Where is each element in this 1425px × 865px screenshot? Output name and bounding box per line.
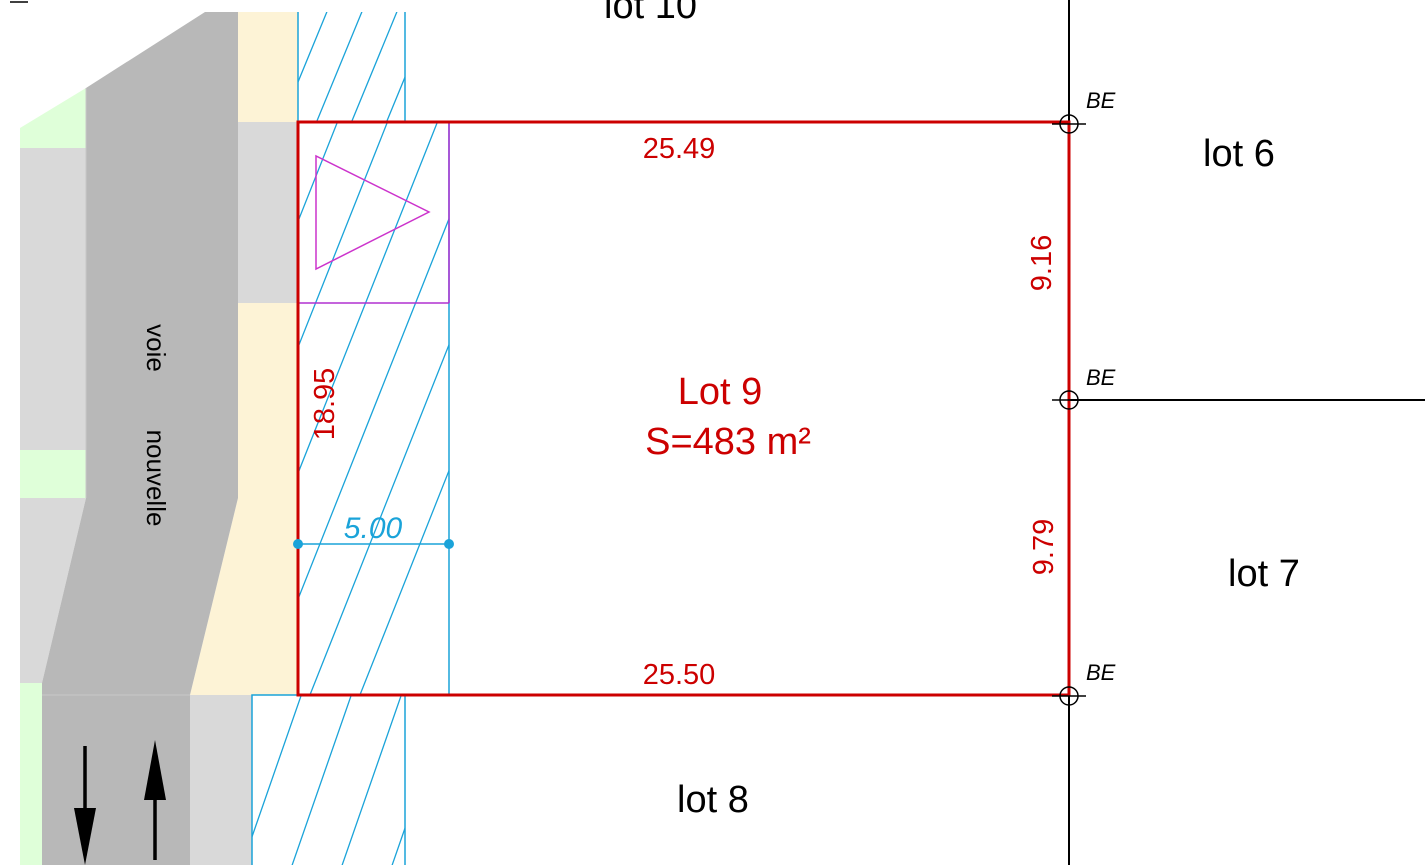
dimension-left: 18.95: [309, 368, 341, 441]
lot-7-label: lot 7: [1228, 553, 1300, 595]
lot-6-label: lot 6: [1203, 133, 1275, 175]
road-label-word1: voie: [141, 324, 171, 372]
green-space-bottom: [20, 683, 42, 865]
parking-area-left-lower: [20, 498, 86, 683]
arrow-up-icon: [144, 740, 166, 860]
green-space-middle: [20, 450, 86, 498]
setback-hatch-bottom: [252, 695, 405, 865]
be-label-top: BE: [1086, 88, 1116, 113]
sidewalk-top: [238, 12, 298, 122]
access-triangle-icon: [315, 154, 431, 271]
lot-10-label: lot 10: [604, 0, 697, 27]
setback-dimension-point: [444, 539, 454, 549]
parking-area-strip: [238, 122, 298, 303]
boundary-marker-bottom: [1052, 686, 1086, 706]
boundary-marker-top: [1052, 114, 1086, 134]
setback-hatch-lot9: [298, 122, 449, 695]
be-label-middle: BE: [1086, 365, 1116, 390]
parking-area-left: [20, 148, 86, 450]
lot-8-label: lot 8: [677, 779, 749, 821]
sidewalk-lower: [190, 303, 298, 695]
setback-box-bottom: [251, 694, 406, 865]
lot9-name: Lot 9: [678, 371, 763, 413]
road-label-word2: nouvelle: [141, 430, 171, 527]
parking-area-bottom: [190, 695, 252, 865]
dimension-right-lower: 9.79: [1028, 519, 1060, 575]
be-label-bottom: BE: [1086, 660, 1116, 685]
lot9-area: S=483 m²: [645, 421, 811, 463]
setback-dimension-point: [293, 539, 303, 549]
road-voie-nouvelle: [42, 12, 238, 865]
dimension-right-upper: 9.16: [1026, 235, 1058, 291]
boundary-marker-middle: [1052, 390, 1086, 410]
dimension-bottom: 25.50: [643, 659, 716, 691]
dimension-top: 25.49: [643, 133, 716, 165]
arrow-down-icon: [74, 746, 96, 865]
setback-dimension-label: 5.00: [344, 512, 403, 545]
green-space-top: [20, 88, 86, 148]
